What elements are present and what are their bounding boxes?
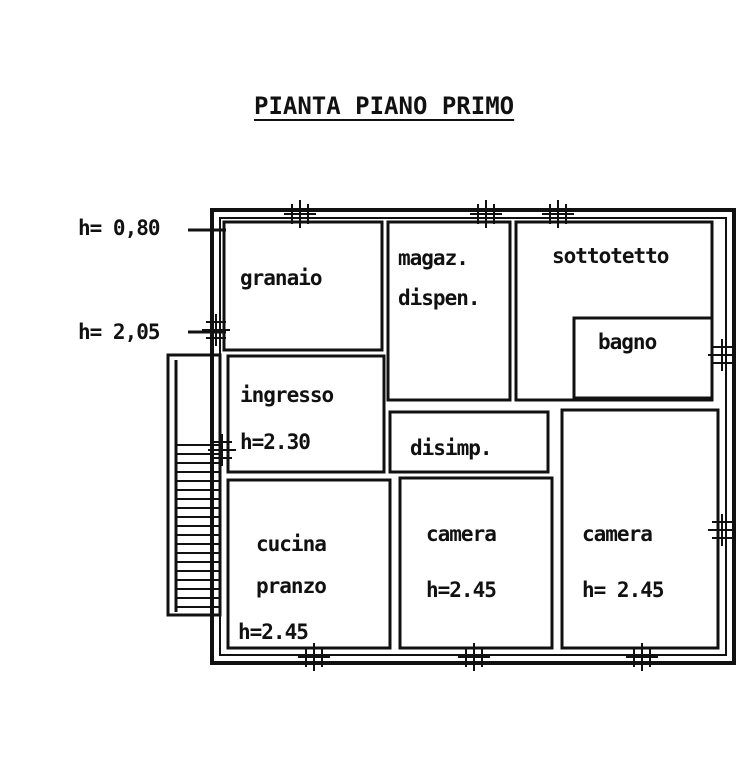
level-label-lower: h= 2,05 (78, 320, 161, 344)
granaio-walls (222, 220, 384, 352)
room-label-bagno: bagno (598, 330, 657, 354)
window-mark (298, 643, 330, 671)
window-mark (542, 200, 574, 228)
level-label-upper: h= 0,80 (78, 216, 161, 240)
camera-center-walls (398, 476, 554, 650)
room-label-granaio: granaio (240, 266, 323, 290)
window-mark (708, 514, 736, 546)
window-mark (284, 200, 316, 228)
ingresso-walls (226, 354, 386, 474)
room-height-camera-right: h= 2.45 (582, 578, 665, 602)
window-mark (458, 643, 490, 671)
room-height-ingresso: h=2.30 (240, 430, 311, 454)
cucina-walls (226, 478, 392, 650)
room-label-camera-center: camera (426, 522, 497, 546)
room-label-magazzino-2: dispen. (398, 286, 481, 310)
window-mark (708, 339, 736, 371)
room-label-sottotetto: sottotetto (552, 244, 669, 268)
window-mark (626, 643, 658, 671)
level-leaders (188, 228, 226, 334)
room-label-cucina-1: cucina (256, 532, 327, 556)
room-height-cucina: h=2.45 (238, 620, 309, 644)
sottotetto-walls (514, 220, 714, 402)
room-height-camera-center: h=2.45 (426, 578, 497, 602)
window-mark (208, 434, 236, 466)
window-mark (202, 314, 230, 346)
room-label-camera-right: camera (582, 522, 653, 546)
room-label-cucina-2: pranzo (256, 574, 327, 598)
room-label-ingresso: ingresso (240, 383, 334, 407)
magazzino-walls (386, 220, 512, 402)
window-mark (470, 200, 502, 228)
staircase (166, 353, 222, 617)
plan-title: PIANTA PIANO PRIMO (254, 92, 515, 120)
bagno-walls (572, 316, 714, 400)
disimpegno-walls (388, 410, 550, 474)
room-label-magazzino-1: magaz. (398, 246, 469, 270)
room-label-disimpegno: disimp. (410, 436, 493, 460)
window-marks (202, 200, 736, 671)
